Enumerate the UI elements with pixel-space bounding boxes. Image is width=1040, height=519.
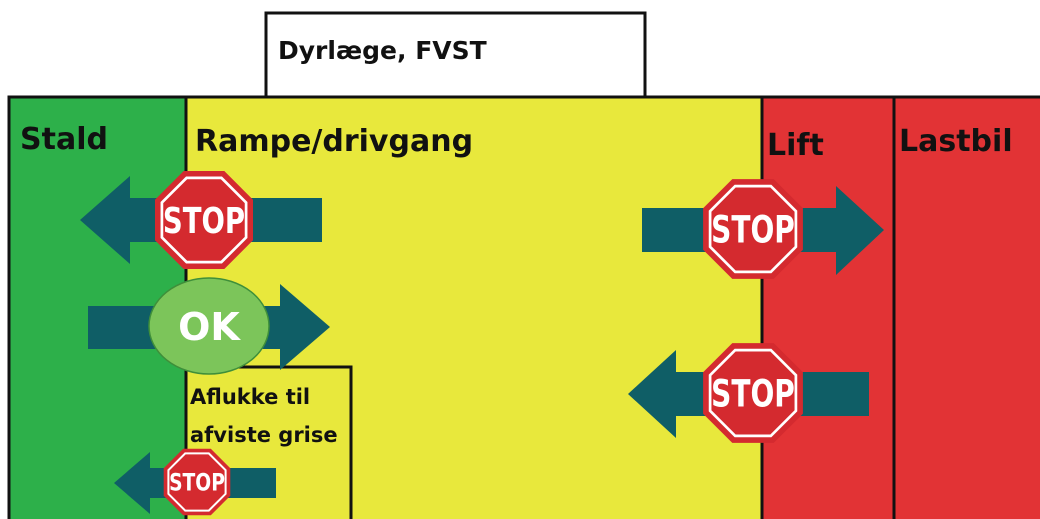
arrow-rampe-to-stald: STOP xyxy=(80,171,322,269)
stop-sign-label: STOP xyxy=(169,469,225,497)
zone-label-lift: Lift xyxy=(767,128,824,163)
zone-lift xyxy=(760,95,896,519)
ok-sign-icon: OK xyxy=(148,277,270,375)
reject-pen-box xyxy=(184,365,353,519)
stop-sign-label: STOP xyxy=(163,201,245,242)
stop-sign-border xyxy=(708,184,798,274)
stop-sign-octagon xyxy=(703,343,803,443)
zone-label-stald: Stald xyxy=(20,122,108,157)
zone-lastbil xyxy=(892,95,1040,519)
arrow-lastbil-to-rampe: STOP xyxy=(628,343,869,443)
stop-sign-octagon xyxy=(163,448,231,516)
reject-pen-label-line1: Aflukke til xyxy=(190,385,310,409)
stop-sign-icon: STOP xyxy=(703,179,803,279)
arrow-rampe-to-lastbil: STOP xyxy=(642,179,884,279)
header-box xyxy=(264,11,647,99)
arrow-pen-to-stald: STOP xyxy=(114,448,276,516)
stop-sign-label: STOP xyxy=(711,208,795,251)
stop-sign-icon: STOP xyxy=(703,343,803,443)
stop-sign-border xyxy=(708,348,798,438)
reject-pen-label-line2: afviste grise xyxy=(190,423,338,447)
zone-label-lastbil: Lastbil xyxy=(899,124,1013,159)
stop-sign-octagon xyxy=(703,179,803,279)
arrow-stald-to-rampe: OK xyxy=(88,277,330,375)
stop-sign-icon: STOP xyxy=(163,448,231,516)
zone-label-rampe: Rampe/drivgang xyxy=(195,124,473,159)
stop-sign-octagon xyxy=(155,171,253,269)
stop-sign-icon: STOP xyxy=(155,171,253,269)
stop-sign-border xyxy=(167,452,227,512)
header-box-label: Dyrlæge, FVST xyxy=(278,36,487,65)
stop-sign-label: STOP xyxy=(711,372,795,415)
ok-sign-label: OK xyxy=(178,305,241,349)
stop-sign-border xyxy=(160,176,248,264)
